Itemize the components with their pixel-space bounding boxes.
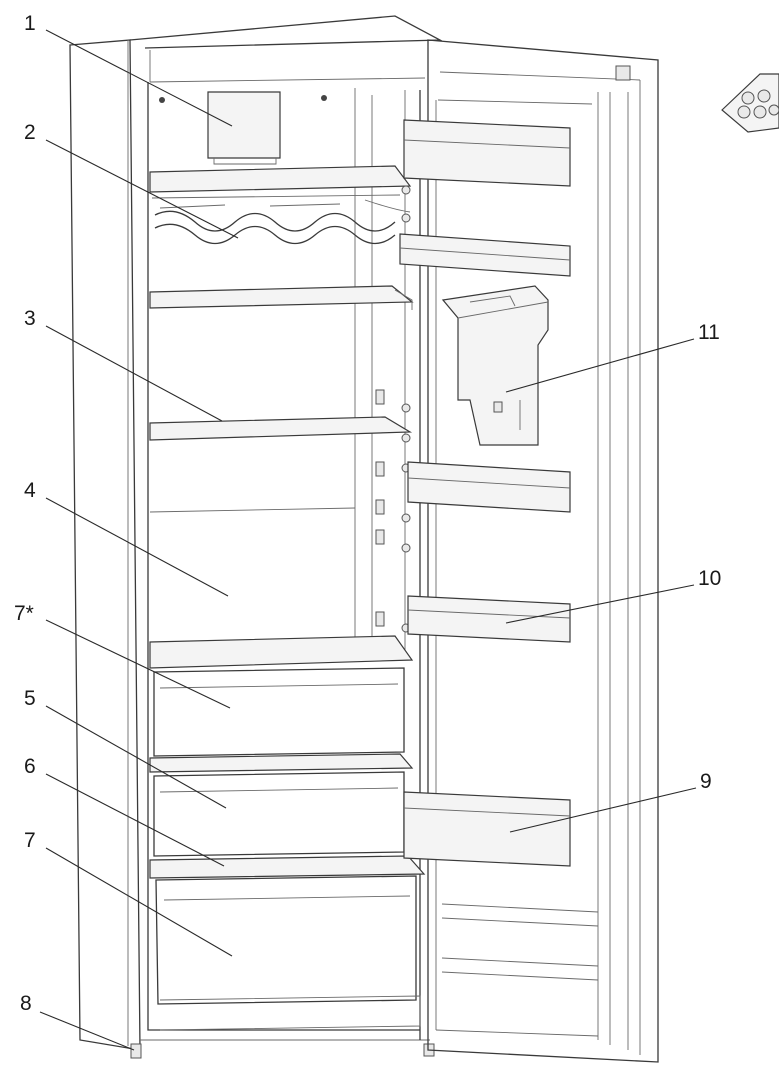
door-rack-4: [407, 595, 571, 643]
drawer-cover-top: [149, 635, 414, 669]
control-box: [207, 91, 281, 165]
leader-2: [45, 139, 239, 239]
leader-4: [45, 497, 229, 597]
door-rack-1: [403, 119, 571, 187]
leader-10: [505, 584, 695, 624]
drawer-lower-cover: [149, 855, 426, 879]
callout-11: 11: [698, 321, 720, 344]
door-rack-5: [403, 791, 571, 867]
door-rack-2: [399, 233, 571, 277]
callout-2: 2: [24, 121, 36, 144]
top-glass-shelf: [149, 165, 412, 199]
leader-5: [45, 705, 227, 809]
leader-9: [509, 787, 697, 833]
water-dispenser: [441, 285, 549, 446]
callout-4: 4: [24, 479, 36, 502]
leader-7: [45, 847, 233, 957]
callout-6: 6: [24, 755, 36, 778]
callout-10: 10: [698, 567, 721, 590]
callout-8: 8: [20, 992, 32, 1015]
callout-1: 1: [24, 12, 36, 35]
callout-5: 5: [24, 687, 36, 710]
door: [427, 39, 659, 1063]
callout-7: 7: [24, 829, 36, 852]
drawer-lower: [155, 875, 421, 1031]
drawer-middle: [153, 771, 405, 857]
door-bottom-bins: [441, 903, 599, 981]
callout-9: 9: [700, 770, 712, 793]
door-rack-3: [407, 461, 571, 513]
egg-tray: [721, 73, 779, 133]
glass-shelf-3: [149, 416, 413, 513]
leader-6: [45, 773, 225, 867]
leader-11: [505, 338, 695, 393]
leader-3: [45, 325, 223, 422]
leader-8: [39, 1011, 135, 1051]
leader-7s: [45, 619, 231, 709]
callout-labels: 1 2 3 4 7* 5 6 7 8 11 10 9: [14, 12, 721, 1015]
leader-lines: [39, 29, 697, 1051]
callout-7-star: 7*: [14, 602, 34, 625]
glass-shelf-2: [149, 285, 414, 310]
leader-1: [45, 29, 233, 127]
drawer-middle-shelf: [149, 753, 414, 773]
callout-3: 3: [24, 307, 36, 330]
drawer-upper: [153, 667, 405, 757]
wine-rack: [154, 199, 411, 245]
